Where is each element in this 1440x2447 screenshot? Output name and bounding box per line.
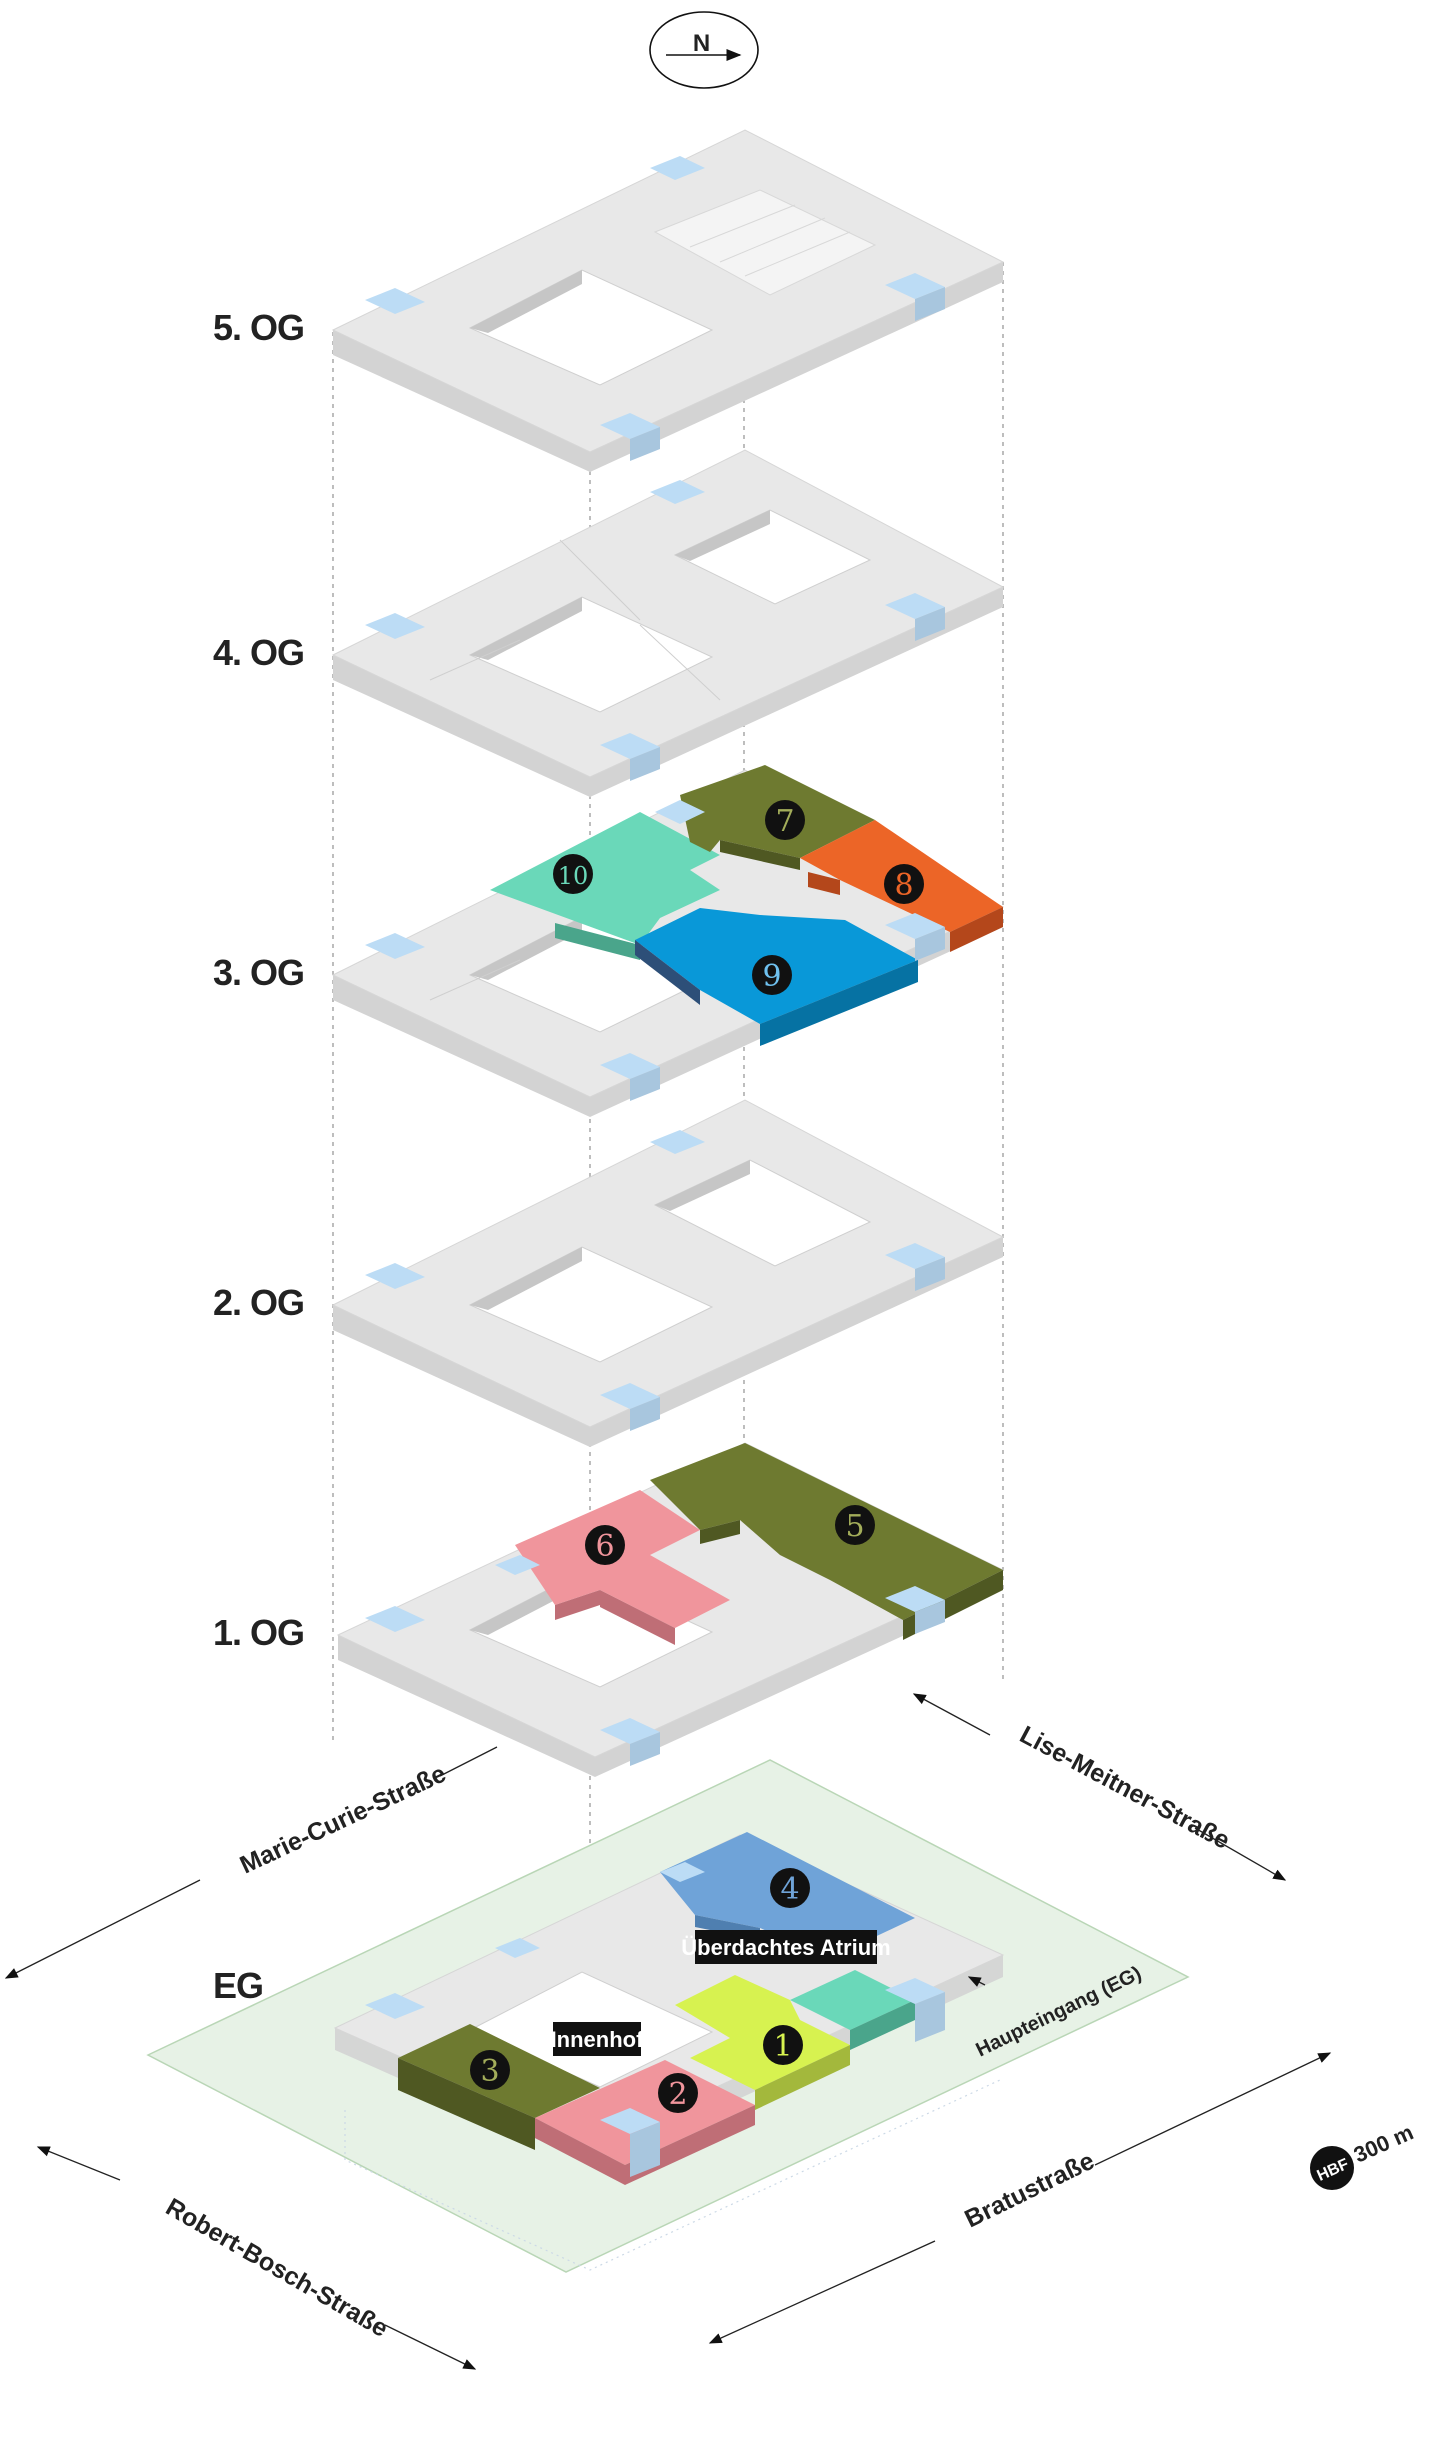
floor-5og [331, 129, 1005, 472]
floor-label-4og: 4. OG [213, 632, 304, 673]
floor-4og [331, 449, 1005, 797]
svg-text:4: 4 [780, 1872, 799, 1907]
zone-1-area [675, 1975, 850, 2090]
zone-badge-6: 6 [585, 1525, 625, 1565]
svg-text:3: 3 [480, 2054, 499, 2089]
street-lise-meitner: Lise-Meitner-Straße [1015, 1721, 1234, 1855]
zone-5-area [650, 1443, 1003, 1620]
zone-10-area [490, 812, 720, 945]
floor-label-3og: 3. OG [213, 952, 304, 993]
floor-label-eg: EG [213, 1965, 263, 2006]
street-marie-curie: Marie-Curie-Straße [236, 1759, 451, 1879]
floor-label-5og: 5. OG [213, 307, 304, 348]
zone-badge-9: 9 [752, 955, 792, 995]
hbf-distance: 300 m [1350, 2119, 1417, 2167]
svg-text:Überdachtes Atrium: Überdachtes Atrium [681, 1935, 890, 1960]
zone-badge-1: 1 [763, 2025, 803, 2065]
svg-text:1: 1 [773, 2029, 792, 2064]
zone-badge-4: 4 [770, 1868, 810, 1908]
svg-text:6: 6 [595, 1529, 614, 1564]
zone-badge-8: 8 [884, 864, 924, 904]
floor-label-1og: 1. OG [213, 1612, 304, 1653]
zone-badge-2: 2 [658, 2073, 698, 2113]
street-robert-bosch: Robert-Bosch-Straße [161, 2193, 393, 2343]
floor-3og [331, 765, 1005, 1117]
svg-text:5: 5 [845, 1509, 864, 1544]
svg-text:9: 9 [762, 959, 781, 994]
tag-ueberdachtes-atrium: Überdachtes Atrium [681, 1930, 891, 1964]
street-bratu: Bratustraße [960, 2147, 1098, 2234]
north-compass: N [649, 11, 759, 89]
zone-badge-10: 10 [553, 854, 593, 894]
hbf-marker: HBF 300 m [1310, 2119, 1417, 2190]
zone-6-area [515, 1490, 730, 1628]
floor-label-2og: 2. OG [213, 1282, 304, 1323]
svg-text:10: 10 [558, 862, 589, 890]
svg-text:8: 8 [894, 868, 913, 903]
tag-innenhof: Innenhof [551, 2022, 645, 2056]
zone-badge-3: 3 [470, 2050, 510, 2090]
zone-badge-5: 5 [835, 1505, 875, 1545]
zone-badge-7: 7 [765, 800, 805, 840]
street-arrows [4, 1693, 1332, 2370]
zone-2-area [535, 2060, 755, 2165]
svg-text:2: 2 [668, 2077, 687, 2112]
floor-2og [331, 1099, 1005, 1447]
svg-text:7: 7 [775, 804, 794, 839]
svg-text:Innenhof: Innenhof [551, 2027, 645, 2052]
floor-1og [336, 1442, 1005, 1777]
north-label: N [693, 30, 709, 57]
